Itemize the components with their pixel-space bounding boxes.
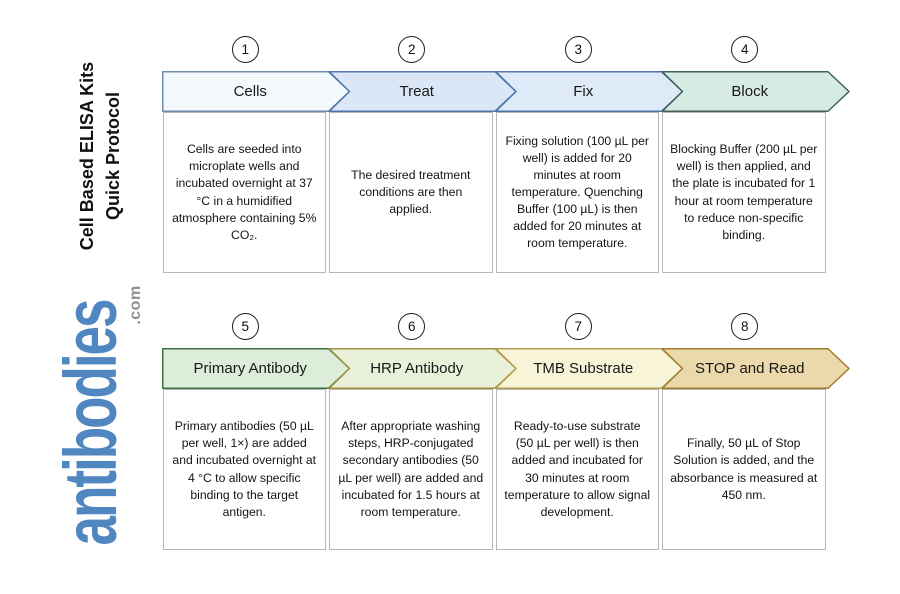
vertical-title: Cell Based ELISA Kits Quick Protocol	[75, 38, 125, 274]
arrow-label-fix: Fix	[573, 83, 594, 100]
step-number-row-1: 1 2 3 4	[162, 36, 854, 64]
arrow-label-cells: Cells	[233, 83, 267, 100]
description-row-2: Primary antibodies (50 µL per well, 1×) …	[162, 389, 854, 550]
description-text-4: Blocking Buffer (200 µL per well) is the…	[670, 142, 818, 242]
step-number-7: 7	[574, 319, 582, 334]
arrow-band-1: Cells Treat Fix Block	[162, 71, 854, 112]
description-box-5: Primary antibodies (50 µL per well, 1×) …	[162, 389, 326, 550]
brand-logo-suffix: .com	[127, 285, 144, 325]
description-text-6: After appropriate washing steps, HRP-con…	[338, 419, 484, 519]
description-box-3: Fixing solution (100 µL per well) is add…	[495, 112, 659, 273]
protocol-diagram: 1 2 3 4 Cells Treat Fix Block Cells are …	[162, 0, 854, 594]
description-text-2: The desired treatment conditions are the…	[351, 167, 471, 217]
step-number-row-2: 5 6 7 8	[162, 313, 854, 341]
arrow-label-treat: Treat	[399, 83, 434, 100]
description-text-7: Ready-to-use substrate (50 µL per well) …	[504, 419, 651, 519]
step-number-1: 1	[241, 42, 249, 57]
step-number-circle-6: 6	[398, 313, 426, 340]
arrow-labels-row-2: Primary Antibody HRP Antibody TMB Substr…	[162, 348, 828, 389]
arrow-chevrons-row-1	[162, 71, 850, 112]
step-number-circle-1: 1	[231, 36, 259, 63]
step-number-6: 6	[407, 319, 416, 334]
arrow-label-stop-and-read: STOP and Read	[694, 360, 805, 377]
step-number-circle-3: 3	[564, 36, 592, 63]
description-text-1: Cells are seeded into microplate wells a…	[172, 142, 317, 242]
step-row-1: 1 2 3 4 Cells Treat Fix Block Cells are …	[162, 36, 854, 273]
arrow-label-hrp-antibody: HRP Antibody	[370, 360, 464, 377]
description-row-1: Cells are seeded into microplate wells a…	[162, 112, 854, 273]
arrow-band-2: Primary Antibody HRP Antibody TMB Substr…	[162, 348, 854, 389]
step-number-5: 5	[241, 319, 249, 334]
arrow-shape-step-8	[661, 348, 850, 389]
description-box-2: The desired treatment conditions are the…	[329, 112, 493, 273]
description-box-7: Ready-to-use substrate (50 µL per well) …	[495, 389, 659, 550]
step-number-8: 8	[740, 319, 749, 334]
description-text-5: Primary antibodies (50 µL per well, 1×) …	[172, 419, 317, 519]
step-number-4: 4	[740, 42, 749, 57]
description-box-8: Finally, 50 µL of Stop Solution is added…	[662, 389, 826, 550]
arrow-label-tmb-substrate: TMB Substrate	[533, 360, 634, 377]
step-row-2: 5 6 7 8 Primary Antibody HRP Antibody TM…	[162, 313, 854, 550]
step-number-circle-8: 8	[731, 313, 759, 340]
vertical-title-line1: Cell Based ELISA Kits	[77, 61, 97, 251]
step-number-2: 2	[407, 42, 416, 57]
description-text-3: Fixing solution (100 µL per well) is add…	[505, 133, 649, 251]
step-number-3: 3	[574, 42, 582, 57]
description-box-6: After appropriate washing steps, HRP-con…	[329, 389, 493, 550]
step-number-circle-2: 2	[398, 36, 426, 63]
arrow-labels-row-1: Cells Treat Fix Block	[162, 71, 828, 112]
step-number-circle-7: 7	[564, 313, 592, 340]
brand-logo-text: antibodies	[50, 300, 133, 546]
arrow-label-block: Block	[731, 83, 769, 100]
arrow-shape-step-4	[661, 71, 850, 112]
description-box-1: Cells are seeded into microplate wells a…	[162, 112, 326, 273]
description-text-8: Finally, 50 µL of Stop Solution is added…	[670, 436, 818, 502]
description-box-4: Blocking Buffer (200 µL per well) is the…	[662, 112, 826, 273]
step-number-circle-4: 4	[731, 36, 759, 63]
step-number-circle-5: 5	[231, 313, 259, 340]
arrow-chevrons-row-2	[162, 348, 850, 389]
arrow-label-primary-antibody: Primary Antibody	[193, 360, 307, 377]
vertical-title-line2: Quick Protocol	[102, 91, 123, 221]
